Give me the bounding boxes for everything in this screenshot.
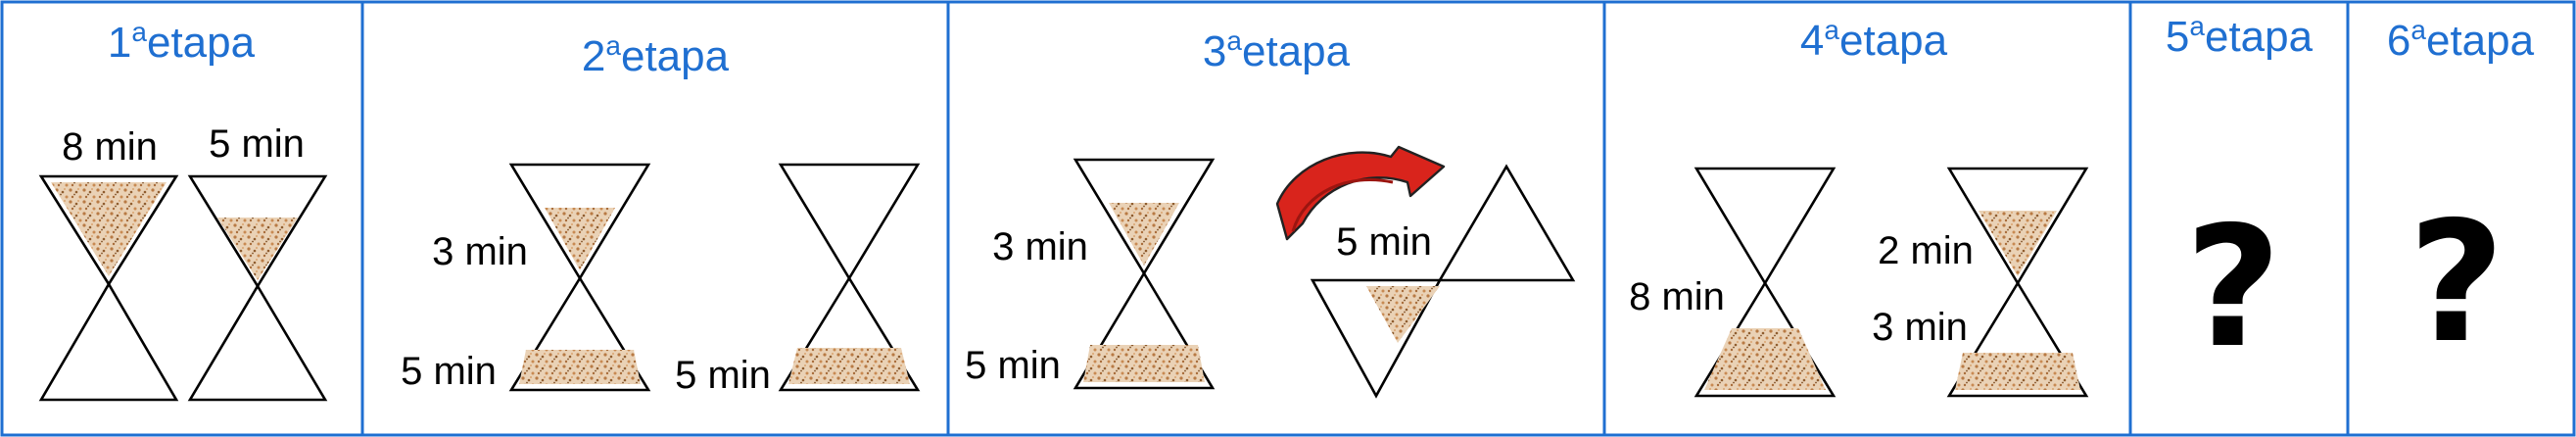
label-3min: 3 min <box>992 225 1088 268</box>
label-5min: 5 min <box>965 344 1061 387</box>
label-5min: 5 min <box>1336 220 1432 264</box>
stage-2-title: 2aetapa <box>582 30 730 80</box>
stage-4-title: 4aetapa <box>1800 15 1948 65</box>
label-8min: 8 min <box>62 125 158 169</box>
hourglass-5min-rotated <box>1310 164 1576 399</box>
label-2min: 2 min <box>1878 229 1974 272</box>
hourglass-5min <box>778 163 921 392</box>
question-mark: ? <box>2185 191 2282 385</box>
label-3min: 3 min <box>432 230 528 273</box>
label-5min: 5 min <box>209 122 305 166</box>
stage-6-title: 6aetapa <box>2387 15 2535 65</box>
stage-1-title: 1aetapa <box>108 17 256 67</box>
label-5min: 5 min <box>675 354 771 397</box>
hourglass-8min <box>38 174 179 402</box>
hourglass-5min <box>1946 167 2089 398</box>
label-3min: 3 min <box>1872 306 1968 349</box>
stage-5-title: 5aetapa <box>2166 11 2314 61</box>
hourglass-8min <box>508 163 651 392</box>
hourglass-8min <box>1073 158 1216 390</box>
hourglass-8min <box>1693 167 1837 398</box>
question-mark: ? <box>2409 186 2505 380</box>
label-8min: 8 min <box>1629 275 1725 318</box>
hourglass-5min <box>187 174 328 402</box>
label-5min: 5 min <box>401 350 497 393</box>
stage-3-title: 3aetapa <box>1203 25 1351 75</box>
rotate-arrow-icon <box>1275 145 1446 241</box>
